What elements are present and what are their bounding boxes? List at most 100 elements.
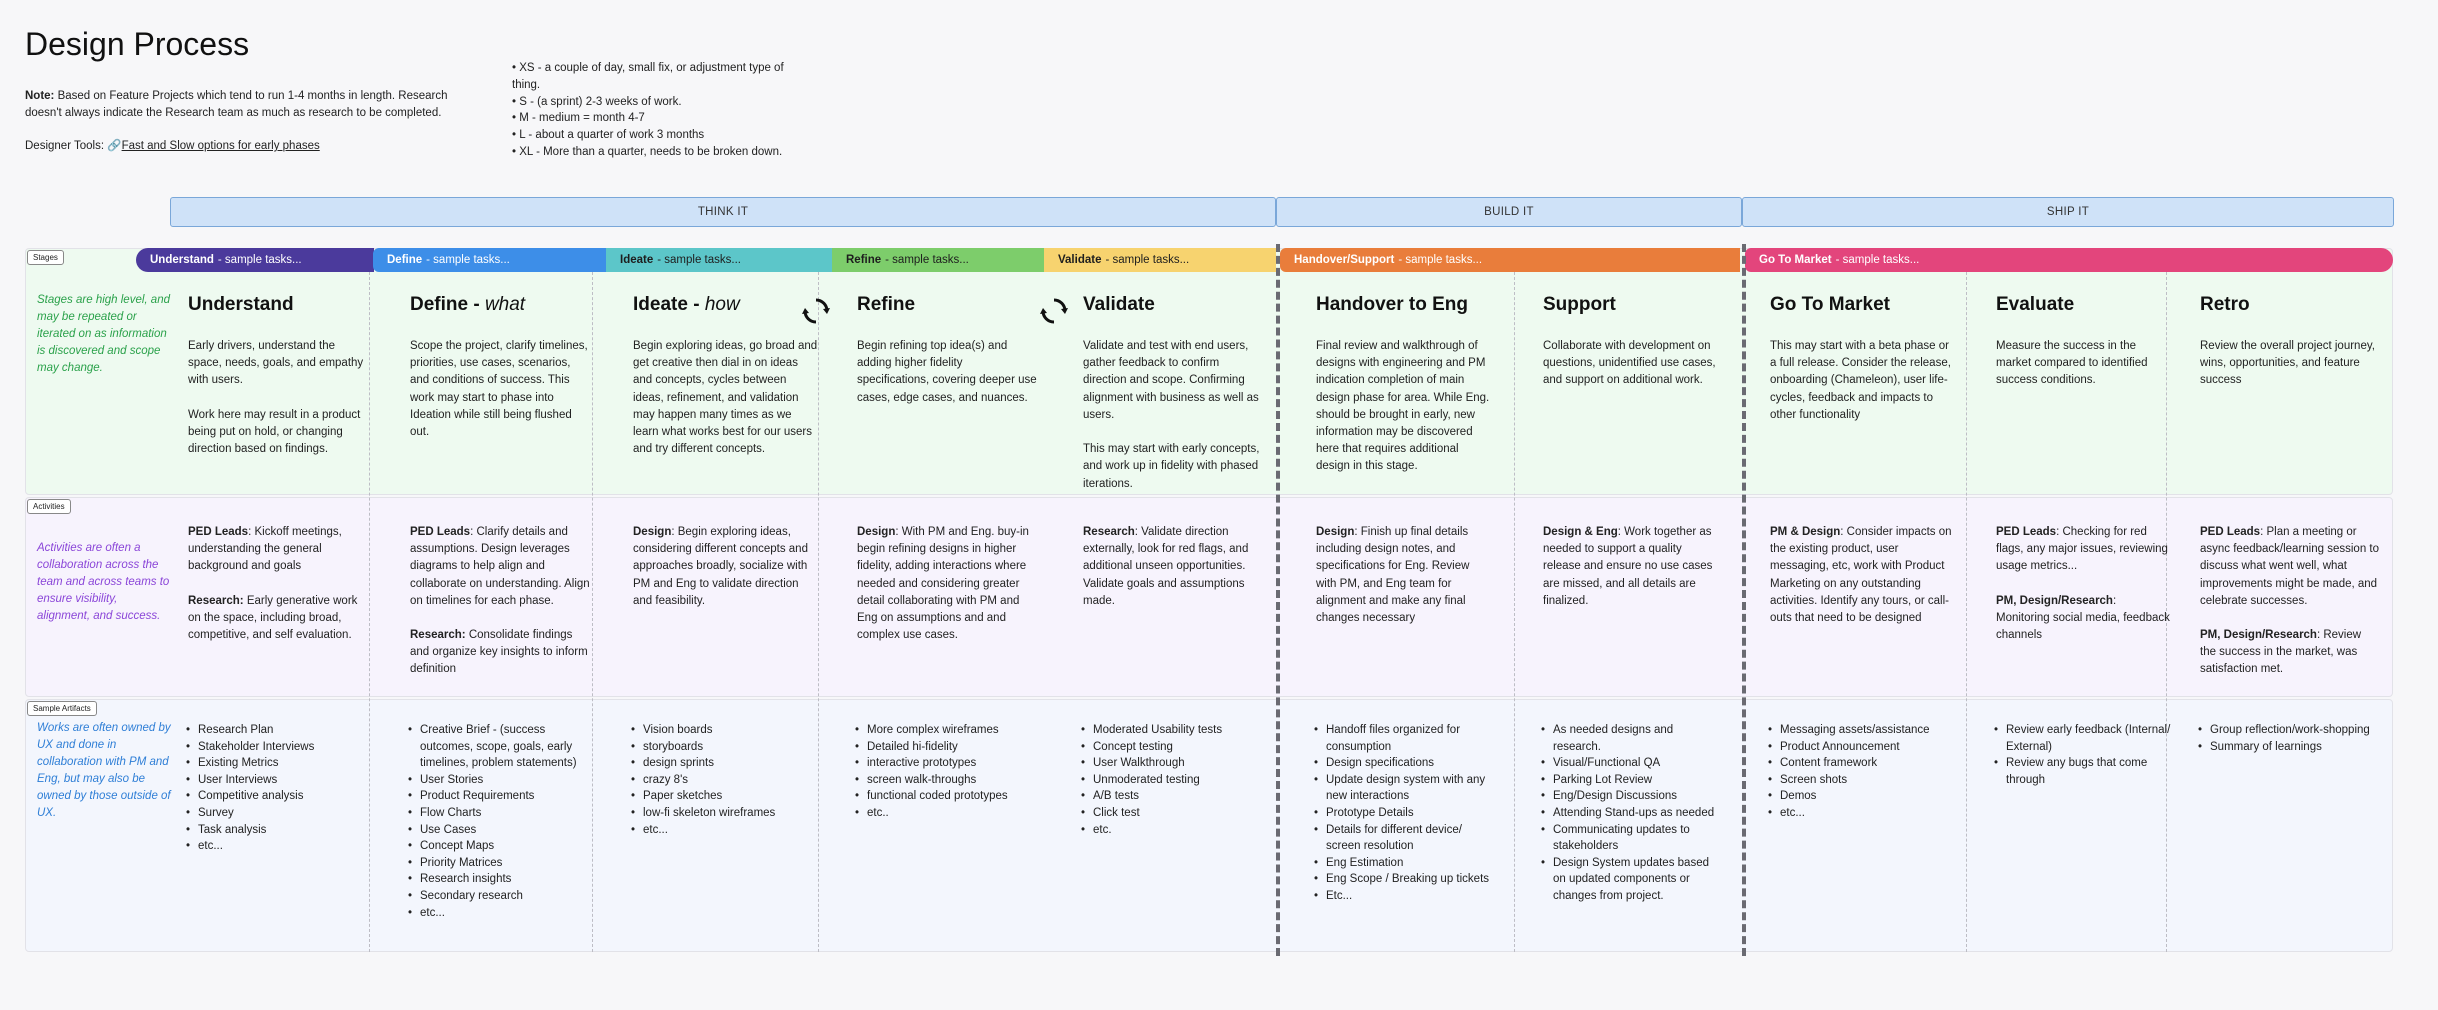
stage-title-text: Handover to Eng	[1316, 294, 1469, 315]
artifact-item: User Interviews	[184, 772, 368, 789]
artifact-list: Handoff files organized for consumptionD…	[1312, 722, 1491, 905]
artifact-item: etc...	[629, 822, 818, 839]
stage-title: Ideate - how	[633, 294, 838, 316]
artifact-item: Survey	[184, 805, 368, 822]
artifact-item: Paper sketches	[629, 788, 818, 805]
artifact-item: Use Cases	[406, 822, 590, 839]
stage-band-validate: Validate - sample tasks...	[1044, 248, 1276, 272]
link-icon: 🔗	[107, 140, 122, 152]
size-m: M - medium = month 4-7	[512, 110, 802, 127]
stage-band-name: Handover/Support	[1294, 254, 1395, 266]
artifact-list: Review early feedback (Internal/ Externa…	[1992, 722, 2171, 788]
artifact-list: Research PlanStakeholder InterviewsExist…	[184, 722, 368, 855]
activity-item: PM, Design/Research: Review the success …	[2200, 627, 2380, 679]
stage-title-text: Evaluate	[1996, 294, 2075, 315]
artifact-item: Unmoderated testing	[1079, 772, 1263, 789]
stage-band-name: Define	[387, 254, 423, 266]
activity-item: Research: Validate direction externally,…	[1083, 524, 1263, 610]
stages-note: Stages are high level, and may be repeat…	[37, 294, 170, 374]
activity-role: Research:	[410, 629, 466, 642]
activity-text: Consolidate findings and organize key in…	[410, 629, 588, 676]
column-divider	[2166, 272, 2167, 952]
artifact-item: Group reflection/work-shopping	[2196, 722, 2380, 739]
activity-text: : Finish up final details including desi…	[1316, 526, 1470, 625]
stage-activities: PED Leads: Plan a meeting or async feedb…	[2200, 524, 2380, 679]
artifact-item: Competitive analysis	[184, 788, 368, 805]
artifact-list: As needed designs and research.Visual/Fu…	[1539, 722, 1718, 905]
phase-divider	[1276, 244, 1280, 956]
artifact-item: Demos	[1766, 788, 1955, 805]
artifact-item: Update design system with any new intera…	[1312, 772, 1491, 805]
artifact-item: User Walkthrough	[1079, 755, 1263, 772]
stage-band-suffix: - sample tasks...	[885, 254, 969, 266]
artifact-item: interactive prototypes	[853, 755, 1037, 772]
stage-activities: PED Leads: Kickoff meetings, understandi…	[188, 524, 368, 644]
artifact-item: Design specifications	[1312, 755, 1491, 772]
stage-band-refine: Refine - sample tasks...	[832, 248, 1054, 272]
artifact-item: low-fi skeleton wireframes	[629, 805, 818, 822]
activity-item: PED Leads: Clarify details and assumptio…	[410, 524, 590, 610]
artifact-item: Creative Brief - (success outcomes, scop…	[406, 722, 590, 772]
designer-tools-label: Designer Tools:	[25, 140, 108, 152]
stage-title: Support	[1543, 294, 1738, 316]
activity-text: : Monitoring social media, feedback chan…	[1996, 594, 2170, 642]
stage-title: Validate	[1083, 294, 1283, 316]
size-s: S - (a sprint) 2-3 weeks of work.	[512, 94, 802, 111]
artifact-list: More complex wireframesDetailed hi-fidel…	[853, 722, 1037, 822]
artifact-item: etc...	[1766, 805, 1955, 822]
activity-text: : Clarify details and assumptions. Desig…	[410, 526, 590, 607]
page-title: Design Process	[25, 26, 250, 62]
artifact-item: Handoff files organized for consumption	[1312, 722, 1491, 755]
activity-text: : Kickoff meetings, understanding the ge…	[188, 526, 342, 573]
activity-text: : Begin exploring ideas, considering dif…	[633, 526, 808, 607]
artifact-item: Flow Charts	[406, 805, 590, 822]
activity-role: PED Leads	[410, 526, 471, 538]
artifact-item: storyboards	[629, 739, 818, 756]
artifact-item: Etc...	[1312, 888, 1491, 905]
stage-band-suffix: - sample tasks...	[657, 254, 741, 266]
activity-text: : Plan a meeting or async feedback/learn…	[2200, 526, 2379, 607]
column-divider	[818, 272, 819, 952]
activity-role: PED Leads	[188, 526, 249, 538]
stage-band-name: Go To Market	[1759, 254, 1832, 266]
stage-description: Review the overall project journey, wins…	[2200, 340, 2375, 387]
fast-slow-link[interactable]: Fast and Slow options for early phases	[121, 140, 320, 152]
artifact-item: screen walk-throughs	[853, 772, 1037, 789]
stage-activities: Research: Validate direction externally,…	[1083, 524, 1263, 610]
artifact-item: Research insights	[406, 871, 590, 888]
stage-title: Evaluate	[1996, 294, 2191, 316]
stage-description: Measure the success in the market compar…	[1996, 340, 2148, 387]
artifact-item: Review early feedback (Internal/ Externa…	[1992, 722, 2171, 755]
stage-band-name: Refine	[846, 254, 882, 266]
tag-stages: Stages	[27, 250, 64, 265]
column-divider	[1966, 272, 1967, 952]
activity-role: PED Leads	[2200, 526, 2261, 538]
activity-text: Early generative work on the space, incl…	[188, 594, 358, 642]
activity-role: Design & Eng	[1543, 526, 1618, 538]
stage-band-understand: Understand - sample tasks...	[136, 248, 374, 272]
activity-item: PM & Design: Consider impacts on the exi…	[1770, 524, 1955, 627]
artifact-item: Messaging assets/assistance	[1766, 722, 1955, 739]
column-divider	[1514, 272, 1515, 952]
artifact-item: Prototype Details	[1312, 805, 1491, 822]
activity-item: Research: Consolidate findings and organ…	[410, 627, 590, 679]
artifact-item: etc..	[853, 805, 1037, 822]
artifact-item: Vision boards	[629, 722, 818, 739]
size-l: L - about a quarter of work 3 months	[512, 127, 802, 144]
stage-band-ideate: Ideate - sample tasks...	[606, 248, 846, 272]
stage-title: Understand	[188, 294, 388, 316]
tag-activities: Activities	[27, 499, 71, 514]
artifact-item: Attending Stand-ups as needed	[1539, 805, 1718, 822]
activity-item: Design & Eng: Work together as needed to…	[1543, 524, 1718, 610]
artifact-item: Existing Metrics	[184, 755, 368, 772]
column-divider	[369, 272, 370, 952]
activity-text: : Checking for red flags, any major issu…	[1996, 526, 2168, 573]
stages-row	[25, 248, 2393, 495]
size-xl: XL - More than a quarter, needs to be br…	[512, 144, 802, 161]
stage-description: Scope the project, clarify timelines, pr…	[410, 340, 588, 439]
stage-band-market: Go To Market - sample tasks...	[1745, 248, 2393, 272]
stage-title-text: Ideate -	[633, 294, 705, 315]
artifact-item: Screen shots	[1766, 772, 1955, 789]
note-body: Based on Feature Projects which tend to …	[25, 90, 448, 119]
stage-title-text: Understand	[188, 294, 294, 315]
